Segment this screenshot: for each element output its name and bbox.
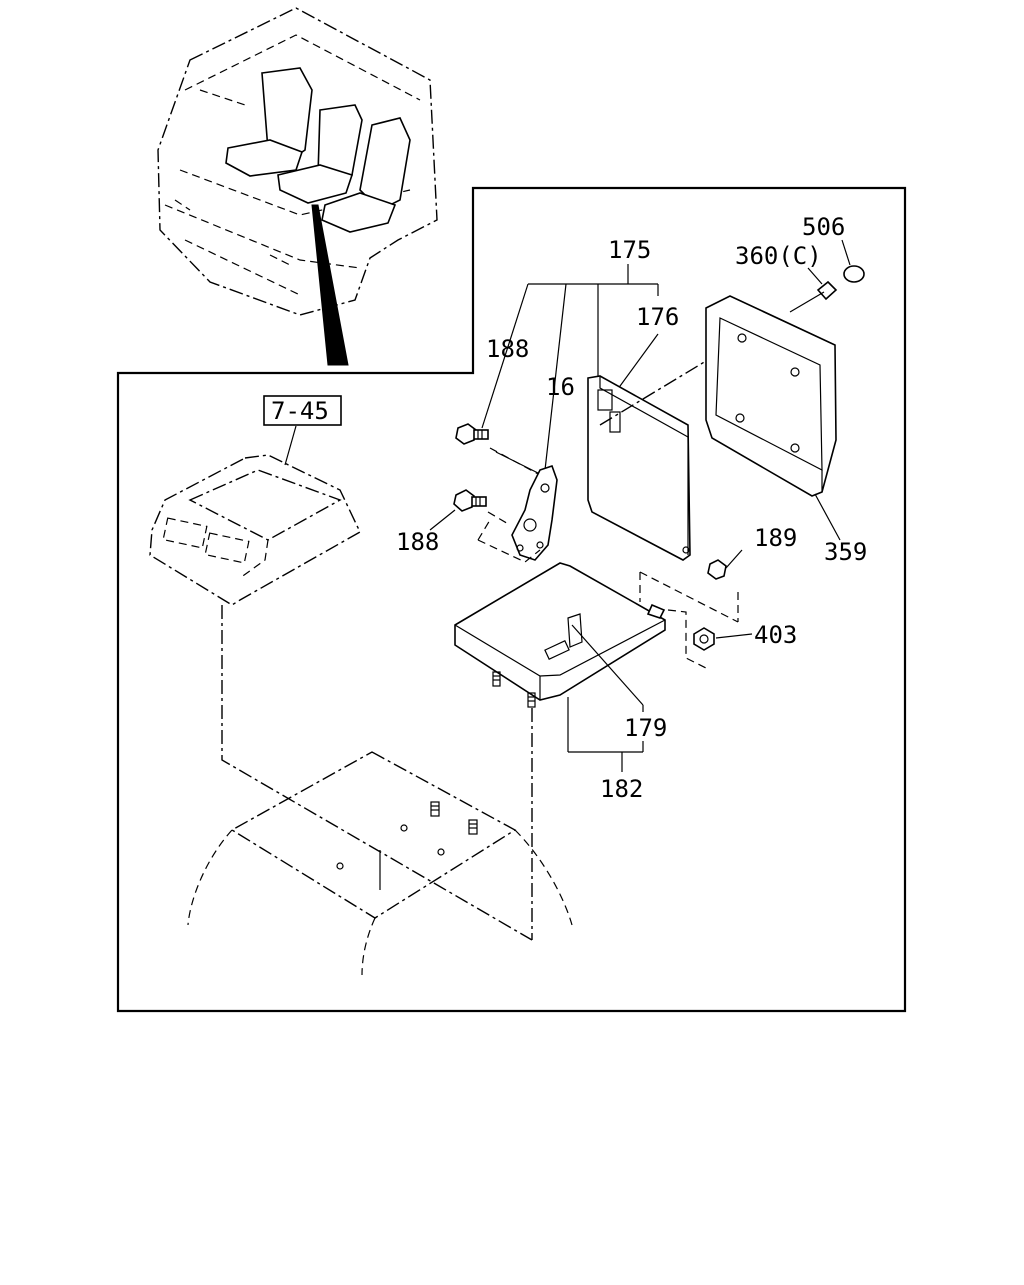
screw-360c bbox=[789, 280, 838, 313]
svg-text:188: 188 bbox=[486, 335, 529, 363]
callout-189: 189 bbox=[754, 524, 797, 552]
base-stud bbox=[527, 692, 536, 708]
callout-360c: 360(C) bbox=[735, 242, 823, 285]
detail-pointer bbox=[311, 204, 349, 366]
bolt-188-lower bbox=[429, 489, 511, 531]
svg-text:176: 176 bbox=[636, 303, 679, 331]
callout-359: 359 bbox=[824, 538, 867, 566]
svg-text:182: 182 bbox=[600, 775, 643, 803]
base-stud bbox=[492, 671, 501, 687]
svg-text:179: 179 bbox=[624, 714, 667, 742]
svg-text:506: 506 bbox=[802, 213, 845, 241]
svg-text:359: 359 bbox=[824, 538, 867, 566]
floor-stud bbox=[430, 801, 440, 817]
svg-text:189: 189 bbox=[754, 524, 797, 552]
cab-right-seat bbox=[321, 117, 411, 233]
callout-175: 175 bbox=[481, 236, 659, 471]
callout-403: 403 bbox=[754, 621, 797, 649]
nut-403 bbox=[693, 627, 753, 651]
callout-188-lower: 188 bbox=[396, 528, 439, 556]
detail-frame bbox=[116, 186, 907, 1013]
callout-182: 182 bbox=[567, 697, 644, 803]
control-unit-176 bbox=[587, 337, 745, 561]
cap-506 bbox=[841, 239, 865, 283]
callout-176: 176 bbox=[603, 303, 679, 409]
center-console bbox=[149, 454, 361, 606]
callout-188-upper: 188 bbox=[486, 335, 529, 363]
callout-179: 179 bbox=[571, 624, 667, 742]
reference-box-label: 7-45 bbox=[271, 397, 329, 425]
svg-text:188: 188 bbox=[396, 528, 439, 556]
reference-box: 7-45 bbox=[263, 395, 342, 466]
cab-center-seat bbox=[277, 104, 363, 204]
cab-left-seat bbox=[225, 67, 313, 177]
svg-text:360(C): 360(C) bbox=[735, 242, 822, 270]
cover-359 bbox=[705, 295, 841, 541]
floor-mount bbox=[187, 751, 573, 976]
bolt-188-upper bbox=[455, 423, 541, 476]
nut-189 bbox=[707, 549, 743, 580]
callout-506: 506 bbox=[802, 213, 845, 241]
svg-text:403: 403 bbox=[754, 621, 797, 649]
svg-text:175: 175 bbox=[608, 236, 651, 264]
callout-16: 16 bbox=[546, 373, 575, 401]
svg-text:16: 16 bbox=[546, 373, 575, 401]
cab-overview bbox=[157, 7, 438, 366]
floor-stud bbox=[468, 819, 478, 835]
bracket-16 bbox=[477, 464, 558, 563]
seat-base-182 bbox=[454, 562, 739, 708]
